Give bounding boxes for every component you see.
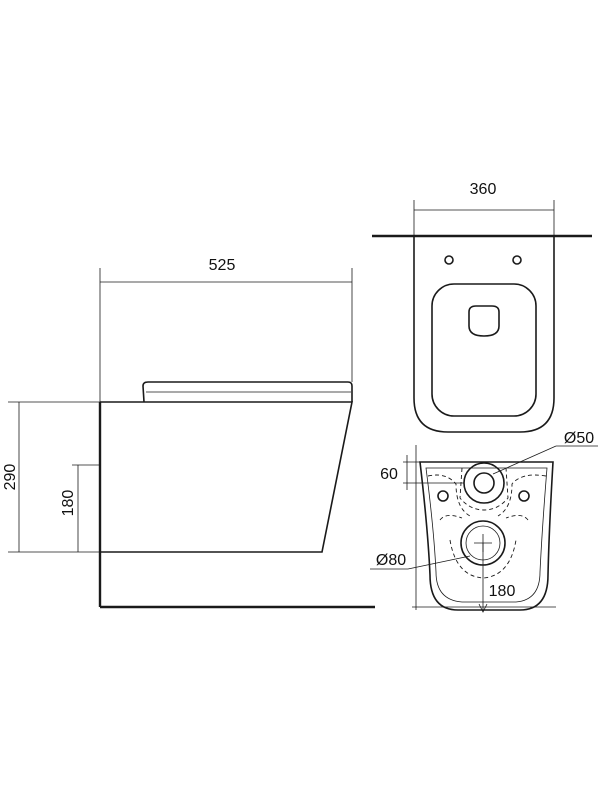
top-mount-hole-right — [512, 255, 522, 265]
dim-360-label: 360 — [470, 181, 497, 198]
hidden-outlet-channel — [459, 467, 509, 511]
bottom-mount-hole-left — [437, 490, 449, 502]
top-view: 360 — [372, 181, 592, 433]
side-bowl-outline — [100, 401, 353, 553]
dim-290-label: 290 — [2, 464, 19, 491]
top-bowl-inner — [431, 283, 537, 417]
drain-leader — [407, 555, 471, 570]
outlet-leader — [492, 445, 557, 475]
hidden-left-detail — [439, 515, 463, 521]
top-bowl-opening — [468, 305, 500, 337]
bottom-inner-outline — [425, 467, 548, 603]
hidden-right-detail — [505, 515, 529, 521]
top-mount-hole-left — [444, 255, 454, 265]
outlet-circle-inner — [473, 472, 495, 494]
outlet-diameter-label: Ø50 — [564, 430, 594, 447]
bottom-outer-outline — [419, 461, 554, 611]
top-bowl-outline — [413, 236, 555, 433]
dim-60-label: 60 — [380, 466, 398, 483]
hidden-right-rim — [497, 474, 547, 517]
outlet-circle-outer — [463, 462, 505, 504]
side-seat-lid — [142, 381, 353, 403]
drain-diameter-label: Ø80 — [376, 552, 406, 569]
dim-180b-label: 180 — [489, 583, 516, 600]
side-view: 525 290 180 — [2, 257, 375, 609]
bottom-view: 180 60 Ø50 Ø80 — [370, 430, 598, 613]
bottom-mount-hole-right — [518, 490, 530, 502]
dim-180-label: 180 — [60, 490, 77, 517]
dim-525-label: 525 — [209, 257, 236, 274]
hidden-left-rim — [427, 474, 471, 517]
